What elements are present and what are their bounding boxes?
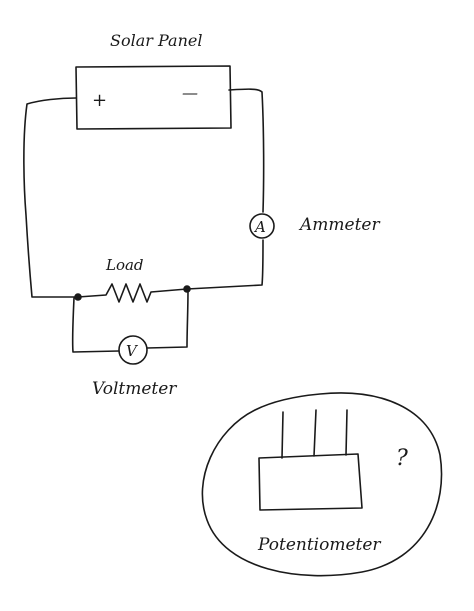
load-label: Load <box>105 256 144 274</box>
solar-panel-label: Solar Panel <box>110 31 202 50</box>
voltmeter-left-wire <box>71 297 120 353</box>
potentiometer-pin-middle <box>313 409 317 457</box>
ammeter-symbol-letter: A <box>253 218 266 236</box>
solar-panel-plus-terminal: + <box>92 90 107 111</box>
voltmeter-right-wire <box>146 289 189 349</box>
potentiometer-circle <box>201 392 443 577</box>
ammeter-label: Ammeter <box>298 215 380 235</box>
right-wire-upper <box>228 88 265 213</box>
potentiometer-label: Potentiometer <box>257 535 381 555</box>
potentiometer-pin-left <box>281 411 284 459</box>
solar-panel-box <box>75 65 232 130</box>
ammeter-symbol <box>249 213 275 239</box>
right-wire-lower <box>186 239 264 290</box>
potentiometer-pin-right <box>345 409 348 456</box>
load-resistor <box>77 283 188 303</box>
voltmeter-symbol <box>118 335 148 365</box>
voltmeter-label: Voltmeter <box>92 379 177 399</box>
voltmeter-symbol-letter: V <box>126 342 139 360</box>
left-wire <box>23 97 79 298</box>
potentiometer-body <box>258 453 363 511</box>
solar-panel-minus-terminal: — <box>182 83 198 102</box>
question-mark: ? <box>396 446 408 471</box>
load-right-node <box>183 285 191 293</box>
